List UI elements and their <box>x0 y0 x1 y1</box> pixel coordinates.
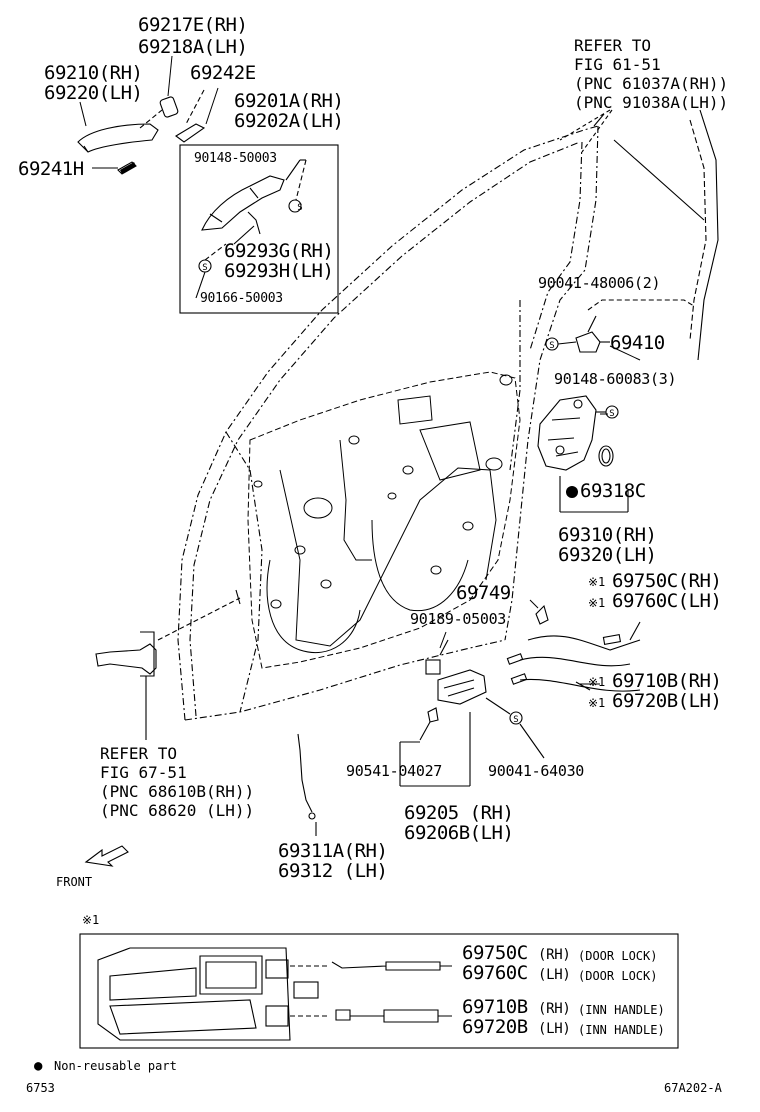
label-69720b: 69720B(LH) <box>612 690 722 712</box>
label-69410: 69410 <box>610 332 665 354</box>
label-69293h: 69293H(LH) <box>224 260 334 282</box>
inset-row3-pn: 69710B <box>462 996 528 1018</box>
label-90541-04027: 90541-04027 <box>346 762 443 780</box>
legend-text: Non-reusable part <box>54 1059 177 1073</box>
ref-top-line1: REFER TO <box>574 36 652 55</box>
inset-row1-pn: 69750C <box>462 942 528 964</box>
inset-note-mark: ※1 <box>82 913 100 927</box>
label-69310: 69310(RH) <box>558 524 657 546</box>
ref-left-line3: (PNC 68610B(RH)) <box>100 782 255 801</box>
label-69241h: 69241H <box>18 158 84 180</box>
label-mark-69750c: ※1 <box>588 575 606 589</box>
label-69220: 69220(LH) <box>44 82 143 104</box>
svg-text:S: S <box>549 341 554 351</box>
front-arrow-icon <box>84 845 129 867</box>
outside-handle-drawing <box>77 89 206 175</box>
cable-drawing <box>506 604 641 692</box>
label-69311a: 69311A(RH) <box>278 840 388 862</box>
label-69205: 69205 (RH) <box>404 802 514 824</box>
svg-text:S: S <box>609 409 614 419</box>
ref-top-line3: (PNC 61037A(RH)) <box>574 74 729 93</box>
label-69201a: 69201A(RH) <box>234 90 344 112</box>
figure-number: 6753 <box>26 1081 55 1095</box>
inset-row4-pn: 69720B <box>462 1016 528 1038</box>
inset-handle-drawing <box>97 947 452 1041</box>
inset-row2-pn: 69760C <box>462 962 528 984</box>
inset-row3-desc: (INN HANDLE) <box>578 1003 665 1017</box>
label-69749: 69749 <box>456 582 511 604</box>
label-69242e: 69242E <box>190 62 256 84</box>
label-90148-60083: 90148-60083(3) <box>554 370 677 388</box>
ref-top-line2: FIG 61-51 <box>574 55 661 74</box>
label-90041-64030: 90041-64030 <box>488 762 585 780</box>
ref-top-line4: (PNC 91038A(LH)) <box>574 93 729 112</box>
label-mark-69720b: ※1 <box>588 696 606 710</box>
legend-dot-icon: ● <box>34 1058 43 1074</box>
label-90166-50003: 90166-50003 <box>200 291 283 306</box>
label-69760c: 69760C(LH) <box>612 590 722 612</box>
frame-drawing <box>195 159 307 299</box>
label-69202a: 69202A(LH) <box>234 110 344 132</box>
label-90189-05003: 90189-05003 <box>410 610 507 628</box>
label-69750c: 69750C(RH) <box>612 570 722 592</box>
label-90148-50003: 90148-50003 <box>194 151 277 166</box>
label-69217e: 69217E(RH) <box>138 14 248 36</box>
label-mark-69710b: ※1 <box>588 675 606 689</box>
leader-lines <box>79 55 641 685</box>
inset-row2-desc: (DOOR LOCK) <box>578 969 658 983</box>
label-69206b: 69206B(LH) <box>404 822 514 844</box>
ref-left-line1: REFER TO <box>100 744 178 763</box>
label-69210: 69210(RH) <box>44 62 143 84</box>
lock-rod-drawing <box>297 733 317 836</box>
svg-text:S: S <box>202 263 207 273</box>
inset-row1-side: (RH) <box>538 947 571 963</box>
door-check-drawing <box>95 589 241 740</box>
label-69312: 69312 (LH) <box>278 860 388 882</box>
svg-text:S: S <box>297 203 302 213</box>
label-69710b: 69710B(RH) <box>612 670 722 692</box>
ref-left-line4: (PNC 68620 (LH)) <box>100 801 255 820</box>
label-69320: 69320(LH) <box>558 544 657 566</box>
svg-text:S: S <box>513 715 518 725</box>
inset-row2-side: (LH) <box>538 967 571 983</box>
inset-row4-desc: (INN HANDLE) <box>578 1023 665 1037</box>
ref-left-line2: FIG 67-51 <box>100 763 187 782</box>
pillar-drawing <box>559 109 719 361</box>
drawing-code: 67A202-A <box>664 1081 722 1095</box>
label-mark-69760c: ※1 <box>588 596 606 610</box>
frame-box-outside-handle <box>179 144 339 314</box>
front-label: FRONT <box>56 875 93 889</box>
inside-handle-drawing <box>399 639 545 787</box>
label-69318c: 69318C <box>580 480 646 502</box>
label-69293g: 69293G(RH) <box>224 240 334 262</box>
inset-row4-side: (LH) <box>538 1021 571 1037</box>
label-69218a: 69218A(LH) <box>138 36 248 58</box>
striker-drawing <box>545 299 695 353</box>
door-panel-drawing <box>177 125 599 721</box>
inset-row1-desc: (DOOR LOCK) <box>578 949 658 963</box>
inset-row3-side: (RH) <box>538 1001 571 1017</box>
inset-frame <box>79 933 679 1049</box>
door-inner-panel <box>247 371 521 669</box>
label-90041-48006: 90041-48006(2) <box>538 274 661 292</box>
